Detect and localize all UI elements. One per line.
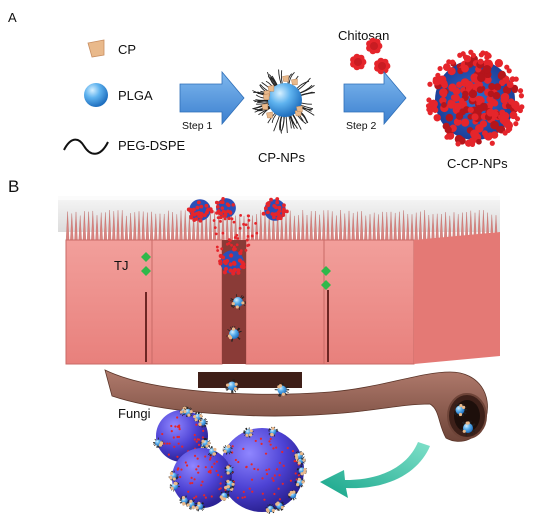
- tight-junction-marker-right: [321, 266, 331, 290]
- chitosan-particles-icon: [350, 37, 391, 75]
- transcytosis-particles: [186, 196, 476, 436]
- epithelial-cell: [151, 239, 223, 365]
- c-cp-np-particle-icon: [425, 49, 525, 147]
- legend-peg-label: PEG-DSPE: [118, 138, 186, 153]
- epithelial-cell-layer: [65, 232, 500, 388]
- step2-label: Step 2: [346, 120, 377, 132]
- tj-label: TJ: [114, 258, 128, 273]
- panel-b-letter: B: [8, 177, 19, 196]
- chitosan-label: Chitosan: [338, 28, 389, 43]
- peg-dspe-line-icon: [63, 138, 109, 155]
- cp-nps-label: CP-NPs: [258, 150, 305, 165]
- step1-arrow-icon: [179, 70, 245, 126]
- epithelial-cell: [245, 239, 325, 365]
- tight-junction-marker-left: [141, 252, 151, 276]
- epithelial-cell: [323, 239, 415, 365]
- plga-sphere-icon: [84, 83, 108, 107]
- panel-a-letter: A: [8, 10, 17, 25]
- fungi-cluster: [153, 406, 308, 515]
- c-cp-nps-label: C-CP-NPs: [447, 156, 508, 171]
- step1-label: Step 1: [182, 120, 213, 132]
- epithelial-cell: [65, 239, 153, 365]
- curved-arrow-icon: [320, 442, 430, 498]
- fungi-label: Fungi: [118, 406, 151, 421]
- legend-plga-label: PLGA: [118, 88, 153, 103]
- legend-cp-label: CP: [118, 42, 136, 57]
- step2-arrow-icon: [343, 70, 407, 126]
- cp-np-particle-icon: [252, 69, 316, 134]
- cp-shape-icon: [87, 39, 105, 58]
